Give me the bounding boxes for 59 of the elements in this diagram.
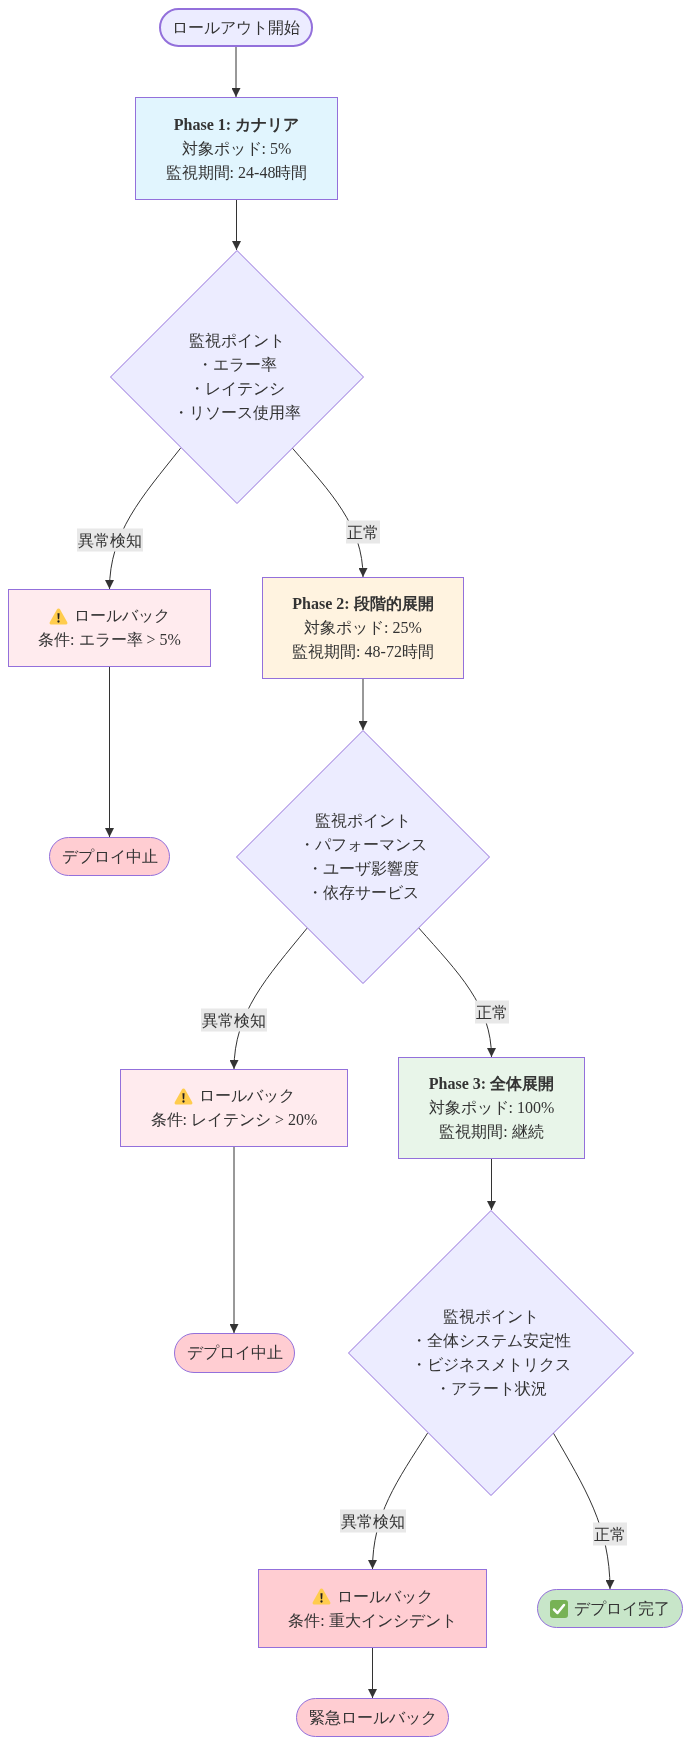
arrow: [368, 1647, 377, 1699]
decision-diamond: [236, 730, 490, 984]
decision-diamond: [347, 1210, 634, 1496]
edge-label: 異常検知: [76, 528, 143, 552]
node-text: ・依存サービス: [307, 883, 419, 903]
node-heading: Phase 3: 全体展開: [428, 1074, 555, 1094]
node-text: ・ユーザ影響度: [307, 859, 419, 879]
node-text: 監視期間: 24-48時間: [165, 162, 308, 183]
edge-label: 正常: [346, 520, 380, 544]
node-text: 条件: エラー率 > 5%: [38, 630, 181, 650]
node-text: デプロイ中止: [61, 846, 158, 867]
arrow: [229, 1146, 239, 1334]
node-text: ・パフォーマンス: [299, 835, 427, 855]
arrow: [487, 1158, 496, 1211]
node-text: ロールバック: [337, 1586, 433, 1607]
node-text: ・全体システム安定性: [410, 1331, 571, 1351]
edge-label: 正常: [593, 1522, 627, 1546]
node-heading: Phase 1: カナリア: [173, 114, 300, 135]
process-box: [135, 97, 338, 200]
process-box: [262, 577, 464, 679]
node-text: 対象ポッド: 5%: [181, 138, 292, 159]
node-text: 監視期間: 48-72時間: [292, 642, 434, 662]
node-text: デプロイ中止: [186, 1343, 283, 1363]
terminal-node: [174, 1333, 295, 1373]
node-text: 監視ポイント: [188, 331, 285, 351]
node-text: 監視ポイント: [315, 811, 411, 831]
node-text: 対象ポッド: 100%: [428, 1098, 555, 1118]
node-text: ・レイテンシ: [188, 379, 285, 399]
process-box: [398, 1057, 585, 1159]
node-text: 条件: 重大インシデント: [288, 1610, 457, 1631]
node-text: 対象ポッド: 25%: [304, 618, 422, 638]
terminal-node: [296, 1698, 449, 1737]
node-text: 監視期間: 継続: [439, 1122, 544, 1142]
decision-diamond: [109, 250, 364, 504]
process-box: [8, 589, 211, 667]
terminal-node: [537, 1589, 683, 1628]
node-text: 監視ポイント: [442, 1307, 539, 1327]
arrow: [105, 666, 114, 838]
node-text: ・アラート状況: [434, 1379, 547, 1399]
process-box: [258, 1569, 487, 1648]
arrow: [231, 46, 241, 98]
arrow: [232, 199, 241, 251]
node-text: デプロイ完了: [574, 1598, 670, 1619]
node-text: ロールアウト開始: [172, 17, 300, 38]
process-box: [120, 1069, 348, 1147]
arrow: [358, 678, 368, 731]
node-text: ・ビジネスメトリクス: [410, 1355, 571, 1375]
node-heading: Phase 2: 段階的展開: [292, 594, 434, 614]
node-text: ロールバック: [198, 1086, 295, 1106]
node-text: ・リソース使用率: [172, 403, 301, 423]
node-text: ・エラー率: [196, 355, 277, 375]
edge-label: 異常検知: [339, 1509, 406, 1533]
edge-label: 正常: [474, 1000, 509, 1024]
terminal-node: [49, 837, 170, 876]
edge-label: 異常検知: [201, 1008, 267, 1032]
node-text: 緊急ロールバック: [308, 1707, 437, 1728]
node-text: ロールバック: [74, 606, 170, 626]
node-text: 条件: レイテンシ > 20%: [150, 1110, 318, 1130]
terminal-node: [159, 8, 313, 47]
